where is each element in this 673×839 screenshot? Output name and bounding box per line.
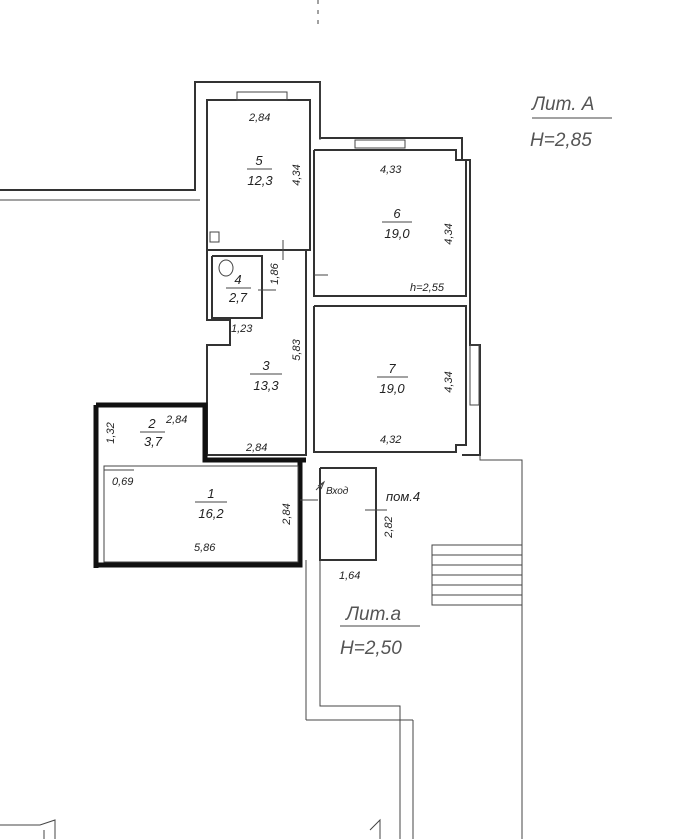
entrance-label: Вход (326, 486, 349, 497)
room-1-number: 1 (207, 486, 214, 501)
dim-r3-side: 5,83 (291, 338, 303, 360)
dim-r6-top: 4,33 (380, 164, 402, 176)
dim-r2-top: 2,84 (165, 414, 187, 426)
room-3-walls (206, 240, 307, 456)
room-3-area: 13,3 (253, 378, 279, 393)
building-height: H=2,85 (530, 130, 592, 151)
room-2-number: 2 (147, 416, 156, 431)
entrance-arrow-icon (315, 480, 326, 491)
room-4-number: 4 (234, 272, 241, 287)
room-7-walls (313, 305, 480, 453)
room-1-area: 16,2 (198, 506, 224, 521)
dim-r4-side: 1,86 (269, 262, 281, 284)
room-3-number: 3 (262, 358, 270, 373)
room-4-area: 2,7 (228, 290, 248, 305)
dim-r6-side: 4,34 (443, 223, 455, 244)
dim-r5-side: 4,34 (291, 164, 303, 185)
room-5-number: 5 (255, 153, 263, 168)
annex-height: H=2,50 (340, 638, 402, 659)
building-title: Лит. А (530, 94, 594, 115)
room-7-number: 7 (388, 361, 396, 376)
room-1-walls (96, 460, 318, 568)
room-6-walls (313, 139, 467, 297)
room-5-area: 12,3 (247, 173, 273, 188)
room-2-walls (93, 402, 306, 568)
dim-r2-side: 1,32 (105, 422, 117, 443)
dim-r6-h: h=2,55 (410, 282, 445, 294)
building-outline (0, 0, 523, 839)
dim-pom4-side: 2,82 (383, 516, 395, 538)
pom-4-label: пом.4 (386, 489, 420, 504)
annex-title: Лит.а (344, 604, 401, 625)
dim-r7-bottom: 4,32 (380, 434, 401, 446)
dim-r3-bottom: 2,84 (245, 442, 267, 454)
room-2-area: 3,7 (144, 434, 163, 449)
dim-r1-side: 2,84 (281, 503, 293, 525)
staircase (431, 544, 523, 606)
dim-r5-top: 2,84 (248, 112, 270, 124)
dim-pom4-bottom: 1,64 (339, 570, 360, 582)
pom-4-walls (319, 467, 387, 561)
room-7-area: 19,0 (379, 381, 405, 396)
dim-r7-side: 4,34 (443, 371, 455, 392)
dim-r4-bottom: 1,23 (231, 323, 253, 335)
dim-r1-bottom: 5,86 (194, 542, 216, 554)
room-6-number: 6 (393, 206, 401, 221)
room-4-walls (211, 255, 276, 319)
dim-r1-left: 0,69 (112, 476, 133, 488)
room-6-area: 19,0 (384, 226, 410, 241)
